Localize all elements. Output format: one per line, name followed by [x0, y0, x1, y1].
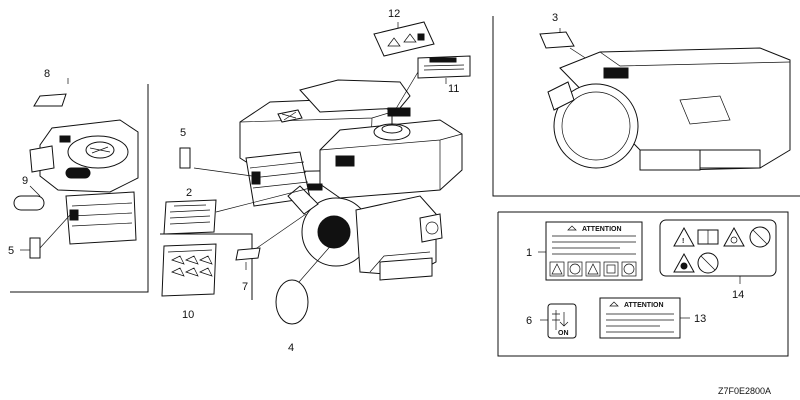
callout-14: 14 [732, 289, 744, 301]
frame-lines [10, 16, 800, 357]
callout-1: 1 [526, 247, 532, 259]
callout-10: 10 [182, 309, 194, 321]
callout-9: 9 [22, 175, 28, 187]
label-1-attention-text: ATTENTION [582, 226, 622, 233]
label-3-shape [539, 31, 575, 49]
callout-7: 7 [242, 281, 248, 293]
label-7-shape [235, 247, 261, 261]
diagram-code: Z7F0E2800A [718, 386, 771, 396]
label-10-shape [161, 243, 217, 297]
callout-8: 8 [44, 68, 50, 80]
callout-13: 13 [694, 313, 706, 325]
label-12-shape [373, 21, 435, 57]
callout-5-left: 5 [8, 245, 14, 257]
label-9-shape [13, 195, 45, 211]
callouts: 8 9 5 5 2 10 7 4 11 12 3 1 14 6 13 [8, 8, 744, 354]
label-13-detail: ATTENTION [599, 297, 681, 339]
label-5a-shape [29, 237, 41, 259]
label-14-detail: ! [659, 219, 777, 277]
callout-2: 2 [186, 187, 192, 199]
label-11-shape [417, 55, 471, 79]
callout-6: 6 [526, 315, 532, 327]
label-6-detail: ON [547, 303, 577, 339]
label-4-shape [275, 279, 309, 325]
label-2-shape [163, 199, 217, 235]
callout-12: 12 [388, 8, 400, 20]
svg-text:!: ! [682, 238, 684, 245]
left-engine-view [29, 119, 139, 245]
right-engine-view [547, 47, 791, 171]
callout-3: 3 [552, 12, 558, 24]
svg-text:ON: ON [558, 330, 569, 337]
callout-11: 11 [448, 83, 459, 95]
callout-4: 4 [288, 342, 294, 354]
label-5b-shape [179, 147, 191, 169]
label-8-shape [33, 93, 67, 107]
label-1-detail: ATTENTION [545, 221, 643, 281]
main-engine [239, 79, 463, 281]
callout-5-center: 5 [180, 127, 186, 139]
label-13-attention-text: ATTENTION [624, 302, 664, 309]
